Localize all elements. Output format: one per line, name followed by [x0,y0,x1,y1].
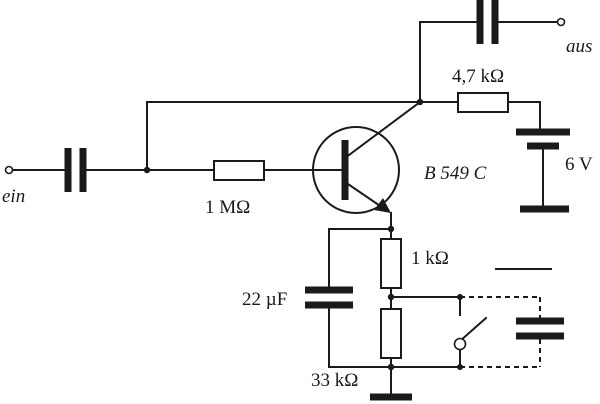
input-capacitor [64,148,87,192]
transistor-body [312,126,400,214]
output-terminal[interactable] [556,17,566,27]
emitter-capacitor [305,286,353,309]
optional-capacitor-branch [460,296,564,368]
label-battery: 6 V [565,154,593,175]
switch-lever[interactable] [458,316,488,343]
output-capacitor [476,0,499,44]
input-section [4,101,459,192]
label-emitter-capacitor: 22 µF [242,289,287,310]
base-resistor [213,160,265,181]
emitter-resistor-bottom [380,308,402,359]
label-emitter-resistor-bottom: 33 kΩ [311,370,358,391]
label-output: aus [566,36,592,57]
label-base-resistor: 1 MΩ [205,197,250,218]
input-terminal[interactable] [4,165,14,175]
label-emitter-resistor-top: 1 kΩ [411,248,449,269]
collector-resistor [457,92,509,113]
emitter-resistor-top [380,238,402,289]
switch[interactable] [453,294,488,370]
label-collector-resistor: 4,7 kΩ [452,66,504,87]
emitter-arrow-icon [374,198,391,213]
transistor [312,100,422,214]
label-input: ein [2,186,25,207]
transistor-collector [343,100,422,160]
battery [516,128,570,213]
switch-pivot [453,337,467,351]
label-transistor: B 549 C [424,163,487,184]
bottom-node [387,363,395,371]
